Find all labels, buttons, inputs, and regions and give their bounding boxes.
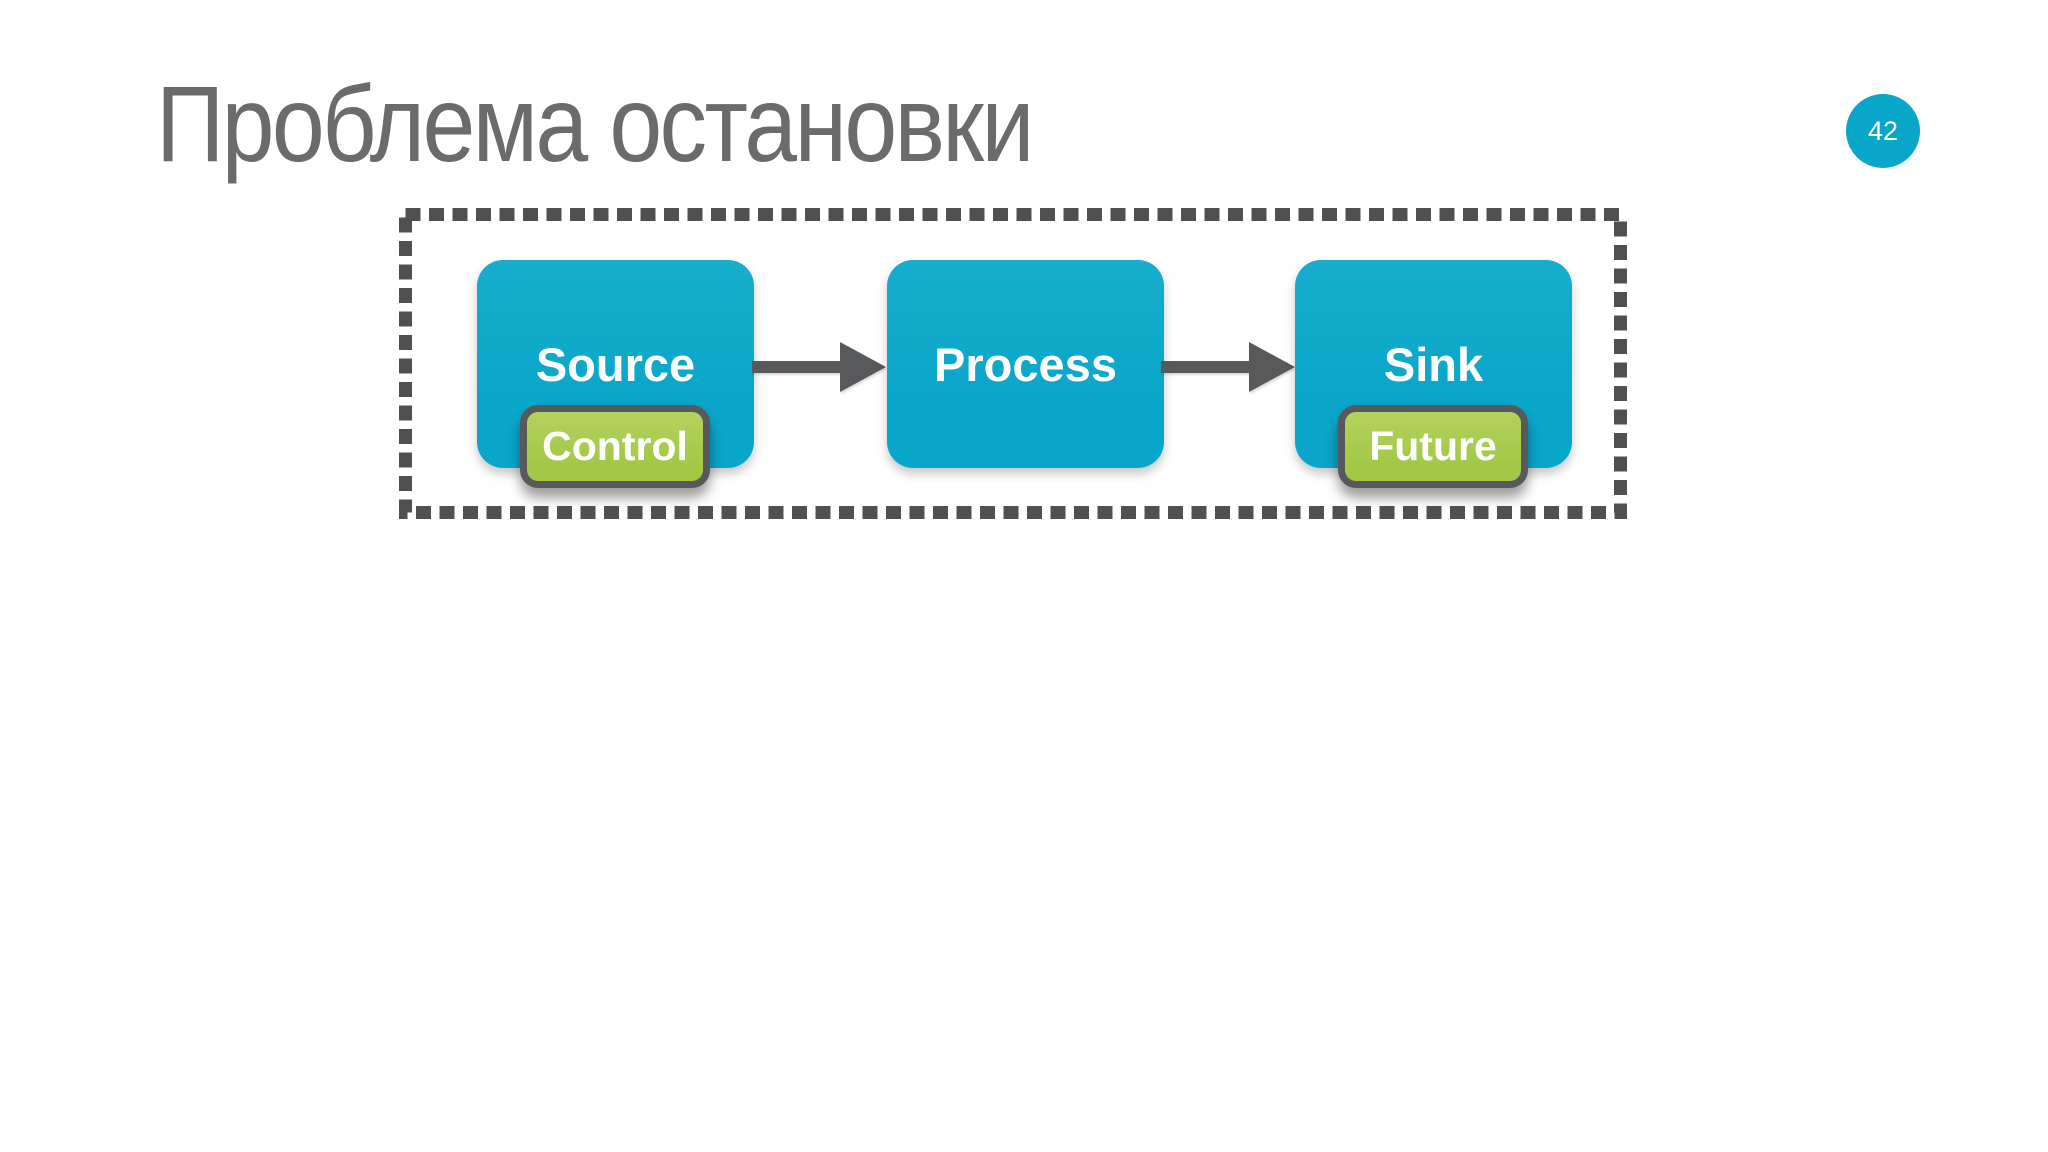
node-sink-label: Sink [1383, 337, 1484, 391]
badge-future-label: Future [1369, 423, 1497, 469]
dashed-frame [399, 208, 1627, 519]
badge-control-label: Control [542, 423, 688, 469]
page-number: 42 [1867, 115, 1899, 146]
node-source-label: Source [535, 337, 696, 391]
page-number-badge: 42 [1846, 94, 1920, 168]
node-process-label: Process [934, 337, 1117, 391]
right-arrow-icon [1161, 342, 1295, 392]
slide-title: Проблема остановки [156, 63, 1034, 184]
badge-control: Control [520, 405, 710, 488]
right-arrow-icon [752, 342, 886, 392]
badge-future: Future [1338, 405, 1528, 488]
node-process: Process [887, 260, 1164, 468]
